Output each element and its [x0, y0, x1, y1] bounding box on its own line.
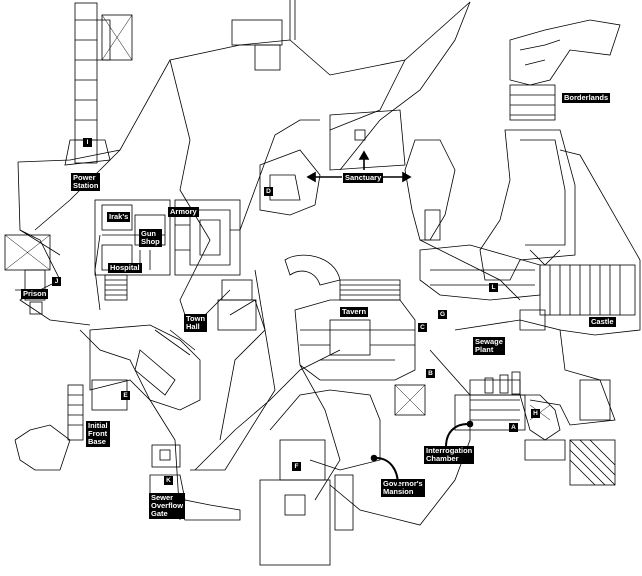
tavern-complex	[284, 254, 416, 381]
west-corridor	[14, 424, 71, 471]
marker-e: E	[121, 391, 130, 400]
interrogation-pointer	[445, 423, 469, 448]
marker-h: H	[531, 409, 540, 418]
label-sewage-plant: Sewage Plant	[473, 337, 505, 355]
label-tavern: Tavern	[340, 307, 369, 317]
sewage-plant-complex	[454, 309, 616, 486]
marker-g: G	[438, 310, 447, 319]
label-hospital: Hospital	[108, 263, 142, 273]
top-building	[254, 44, 281, 71]
marker-c: C	[418, 323, 427, 332]
label-gun-shop: Gun Shop	[139, 229, 162, 247]
label-armory: Armory	[168, 207, 199, 217]
marker-a: A	[509, 423, 518, 432]
marker-l: L	[489, 283, 498, 292]
label-governors-mansion: Governor's Mansion	[381, 479, 425, 497]
marker-d: D	[264, 187, 273, 196]
sanctuary-complex	[259, 109, 456, 241]
label-power-station: Power Station	[71, 173, 101, 191]
label-borderlands: Borderlands	[562, 93, 611, 103]
marker-f: F	[292, 462, 301, 471]
marker-i: I	[83, 138, 92, 147]
region-boundary	[339, 1, 471, 171]
label-initial-front-base: Initial Front Base	[86, 421, 110, 447]
region-boundary	[419, 239, 521, 301]
governors-mansion-complex	[259, 384, 426, 566]
region-boundary	[79, 329, 181, 521]
region-boundary	[329, 59, 406, 131]
governors-pointer	[375, 457, 399, 486]
region-boundary	[239, 119, 320, 231]
label-interrogation-chamber: Interrogation Chamber	[424, 446, 475, 464]
label-castle: Castle	[589, 317, 616, 327]
label-iraks: Irak's	[107, 212, 131, 222]
prison-building	[4, 234, 51, 315]
region-boundary	[34, 149, 121, 231]
marker-b: B	[426, 369, 435, 378]
region-boundary	[194, 349, 341, 471]
region-boundary	[559, 149, 641, 261]
armory-complex	[174, 199, 241, 276]
label-town-hall: Town Hall	[184, 314, 208, 332]
marker-j: J	[52, 277, 61, 286]
town-hall-strip	[221, 279, 253, 301]
label-prison: Prison	[21, 289, 49, 299]
power-station-tower	[64, 2, 133, 166]
region-boundary	[559, 260, 641, 336]
label-sewer-overflow-gate: Sewer Overflow Gate	[149, 493, 186, 519]
region-boundary	[219, 299, 266, 441]
marker-k: K	[164, 476, 173, 485]
label-sanctuary: Sanctuary	[343, 173, 384, 183]
borderlands-complex	[419, 19, 636, 316]
